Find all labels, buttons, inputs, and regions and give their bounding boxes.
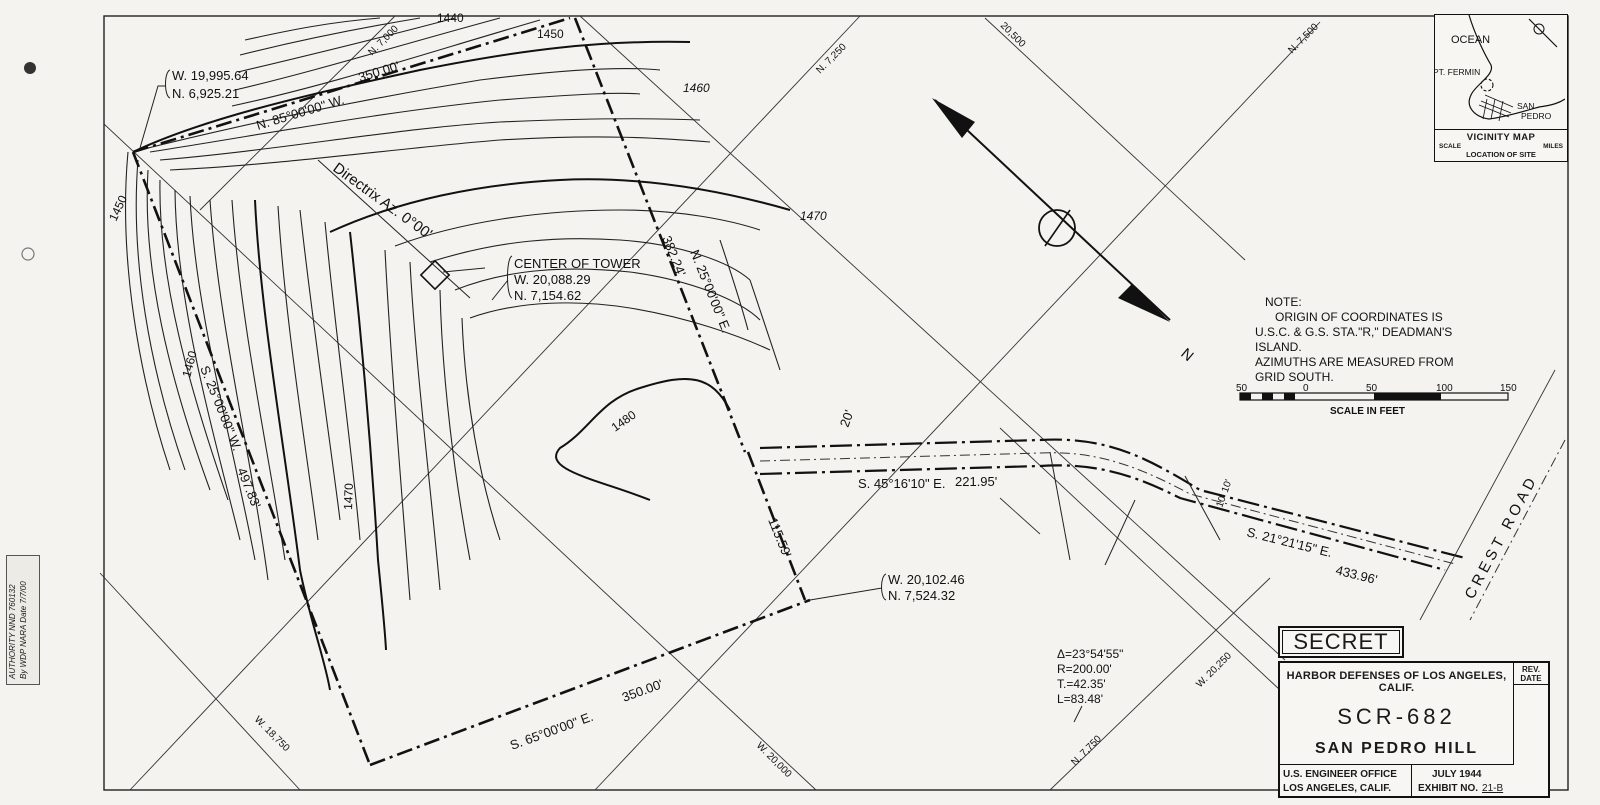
secret-stamp: SECRET: [1278, 626, 1404, 658]
svg-text:L=83.48': L=83.48': [1057, 692, 1103, 706]
north-arrow: N: [932, 98, 1197, 365]
svg-text:NOTE:: NOTE:: [1265, 295, 1302, 309]
west-line-distance: 497.83': [234, 466, 264, 511]
tower-w: W. 20,088.29: [514, 272, 591, 287]
tower-symbol: [419, 259, 451, 291]
binder-hole-mid: [21, 247, 35, 261]
svg-text:SCALE IN FEET: SCALE IN FEET: [1330, 406, 1405, 417]
compass-icon: [1533, 23, 1545, 35]
curve-data: Δ=23°54'55" R=200.00' T.=42.35' L=83.48': [1057, 647, 1123, 723]
agency-name: HARBOR DEFENSES OF LOS ANGELES, CALIF.: [1286, 670, 1507, 694]
tower-label: CENTER OF TOWER: [514, 256, 641, 271]
west-point-n: N. 6,925.21: [172, 86, 239, 101]
coordinate-grid: [99, 15, 1321, 791]
top-line-distance: 350.00': [356, 58, 401, 85]
bottom-line-bearing: S. 65°00'00" E.: [508, 709, 595, 753]
svg-text:SAN: SAN: [1517, 101, 1534, 111]
svg-text:OCEAN: OCEAN: [1451, 34, 1490, 46]
vicinity-scale-row: SCALE MILES: [1439, 143, 1563, 150]
svg-text:100: 100: [1436, 383, 1453, 394]
svg-text:150: 150: [1500, 383, 1517, 394]
vicinity-caption: VICINITY MAP SCALE MILES LOCATION OF SIT…: [1435, 129, 1567, 161]
svg-text:50: 50: [1366, 383, 1378, 394]
east-line-distance: 382.24': [659, 234, 689, 279]
svg-text:N. 7,500: N. 7,500: [1286, 21, 1321, 56]
svg-text:N. 7,750: N. 7,750: [1069, 733, 1104, 768]
svg-text:T.=42.35': T.=42.35': [1057, 677, 1106, 691]
road-bearing-2: S. 21°21'15" E.: [1245, 524, 1333, 560]
svg-text:1450: 1450: [106, 193, 130, 223]
svg-text:PEDRO: PEDRO: [1521, 111, 1552, 121]
access-road: [759, 438, 1466, 572]
svg-text:ORIGIN OF COORDINATES IS: ORIGIN OF COORDINATES IS: [1275, 310, 1443, 324]
grid-labels: N. 7,000 N. 7,250 N. 7,500 N. 7,750 W. 1…: [252, 20, 1321, 780]
svg-text:W. 20,250: W. 20,250: [1194, 650, 1234, 690]
svg-text:1480: 1480: [609, 407, 639, 434]
sheet-border: [103, 15, 1569, 791]
binder-hole-top: [24, 62, 36, 74]
south-point-w: W. 20,102.46: [888, 572, 965, 587]
north-label: N: [1177, 345, 1196, 365]
property-boundary: [131, 16, 811, 767]
compass-circle-icon: [1038, 209, 1076, 247]
contour-lines: [125, 17, 791, 691]
vicinity-map: OCEAN PT. FERMIN SAN PEDRO VICINITY MAP …: [1433, 14, 1568, 162]
issuing-office: U.S. ENGINEER OFFICE LOS ANGELES, CALIF.: [1280, 765, 1412, 798]
site-location-icon: [1480, 78, 1494, 92]
svg-text:20,500: 20,500: [998, 20, 1028, 50]
vicinity-map-drawing: OCEAN PT. FERMIN SAN PEDRO: [1433, 14, 1566, 122]
svg-text:1460: 1460: [179, 349, 200, 379]
road-width-label: 20': [837, 408, 857, 429]
bearing-labels: N. 85°00'00" W. 350.00' 382.24' N. 25°00…: [197, 58, 1379, 753]
south-point-n: N. 7,524.32: [888, 588, 955, 603]
road-distance-1: 221.95': [955, 474, 997, 489]
declassification-stamp: AUTHORITY NND 760132 By WDP NARA Date 7/…: [6, 555, 40, 685]
vicinity-title: VICINITY MAP: [1466, 132, 1536, 143]
crest-road-label: CREST ROAD: [1462, 472, 1542, 602]
svg-text:1440: 1440: [437, 11, 464, 25]
coordinate-labels: W. 19,995.64 N. 6,925.21 CENTER OF TOWER…: [139, 68, 965, 603]
svg-text:W. 18,750: W. 18,750: [252, 714, 292, 754]
svg-text:1450: 1450: [537, 27, 564, 41]
west-point-w: W. 19,995.64: [172, 68, 249, 83]
svg-text:R=200.00': R=200.00': [1057, 662, 1112, 676]
vicinity-legend: LOCATION OF SITE: [1466, 150, 1536, 159]
svg-text:GRID SOUTH.: GRID SOUTH.: [1255, 370, 1334, 384]
directrix: [317, 159, 486, 299]
svg-text:N. 7,000: N. 7,000: [366, 23, 401, 58]
svg-text:50: 50: [1236, 383, 1248, 394]
revision-date-box: REV. DATE: [1514, 663, 1548, 685]
drawing-date: JULY 1944: [1432, 769, 1482, 780]
svg-text:1460: 1460: [683, 81, 710, 95]
svg-text:AZIMUTHS ARE MEASURED FROM: AZIMUTHS ARE MEASURED FROM: [1255, 355, 1454, 369]
note-block: NOTE: ORIGIN OF COORDINATES IS U.S.C. & …: [1255, 295, 1454, 384]
site-name: SAN PEDRO HILL: [1314, 740, 1479, 757]
crest-road: CREST ROAD: [1419, 369, 1566, 621]
scale-bar: 50 0 50 100 150 SCALE IN FEET: [1236, 383, 1517, 417]
svg-text:W. 20,000: W. 20,000: [754, 740, 794, 780]
svg-text:ISLAND.: ISLAND.: [1255, 340, 1302, 354]
tower-n: N. 7,154.62: [514, 288, 581, 303]
title-main: HARBOR DEFENSES OF LOS ANGELES, CALIF. S…: [1280, 663, 1514, 765]
short-segment-distance: 115.59': [765, 516, 794, 560]
svg-text:1470: 1470: [800, 209, 827, 223]
drawing-code: SCR-682: [1337, 704, 1456, 729]
bottom-line-distance: 350.00': [620, 676, 665, 705]
secret-label: SECRET: [1282, 630, 1400, 654]
date-exhibit: JULY 1944 EXHIBIT NO.21-B: [1412, 765, 1550, 798]
road-bearing-1: S. 45°16'10" E.: [858, 476, 945, 491]
svg-text:0: 0: [1303, 383, 1309, 394]
svg-text:1470: 1470: [341, 483, 356, 510]
title-block: HARBOR DEFENSES OF LOS ANGELES, CALIF. S…: [1278, 661, 1550, 798]
road-distance-2: 433.96': [1334, 562, 1379, 587]
exhibit-number: EXHIBIT NO.21-B: [1418, 783, 1504, 794]
svg-text:PT. FERMIN: PT. FERMIN: [1435, 67, 1480, 77]
svg-text:Δ=23°54'55": Δ=23°54'55": [1057, 647, 1123, 661]
svg-text:U.S.C. & G.S. STA."R," DEADMAN: U.S.C. & G.S. STA."R," DEADMAN'S: [1255, 325, 1452, 339]
